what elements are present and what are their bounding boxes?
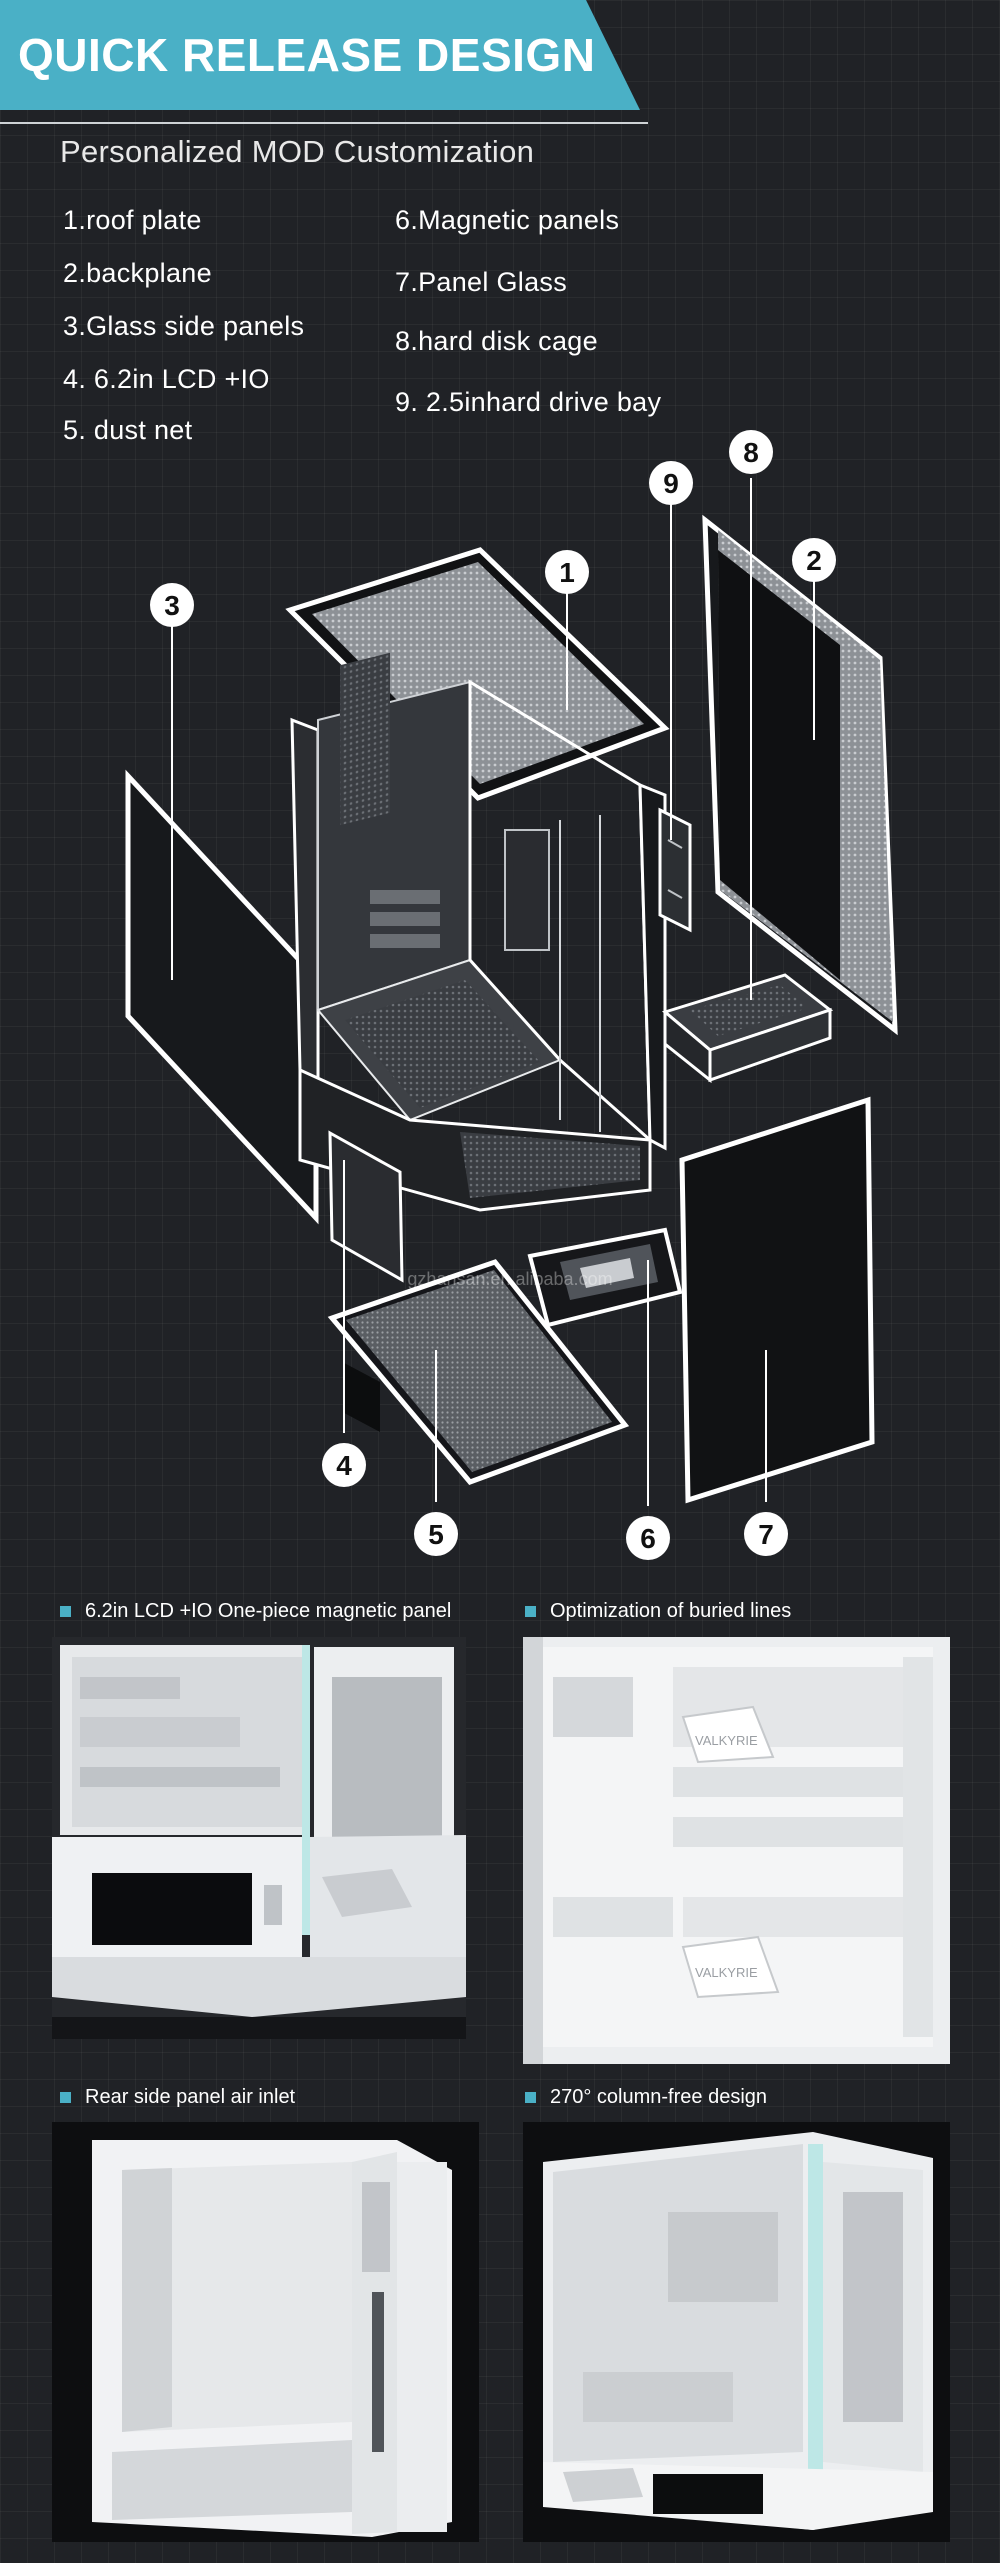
part-item: 5. dust net	[63, 415, 193, 445]
photo-buried-lines: VALKYRIE VALKYRIE	[523, 1637, 950, 2064]
case-chassis	[290, 652, 667, 1212]
part-item: 8.hard disk cage	[395, 326, 598, 356]
part-item: 2.backplane	[63, 258, 212, 288]
leader-lines	[171, 478, 815, 1506]
brand-mark-lower: VALKYRIE	[695, 1965, 758, 1980]
bullet-square-icon	[525, 1606, 536, 1617]
watermark-text: gzhansan.en.alibaba.com	[407, 1269, 612, 1289]
page-title: QUICK RELEASE DESIGN	[18, 29, 596, 81]
svg-text:2: 2	[806, 545, 822, 576]
glass-side-panel	[125, 769, 319, 1225]
svg-text:8: 8	[743, 437, 759, 468]
svg-text:6: 6	[640, 1523, 656, 1554]
dust-net	[327, 1259, 630, 1485]
feature-label-column-free: 270° column-free design	[525, 2086, 767, 2109]
callout-9: 9	[649, 461, 693, 505]
callout-8: 8	[729, 430, 773, 474]
header-banner: QUICK RELEASE DESIGN	[0, 0, 640, 110]
callout-2: 2	[792, 538, 836, 582]
feature-label-lcd-io: 6.2in LCD +IO One-piece magnetic panel	[60, 1600, 451, 1623]
header-divider	[0, 122, 648, 124]
callout-1: 1	[545, 550, 589, 594]
svg-text:9: 9	[663, 468, 679, 499]
photo-rear-air-inlet	[52, 2122, 479, 2542]
drive-bay	[658, 807, 692, 933]
callout-4: 4	[322, 1443, 366, 1487]
photo-lcd-io-panel	[52, 1637, 466, 2039]
brand-mark-upper: VALKYRIE	[695, 1733, 758, 1748]
panel-glass	[679, 1096, 875, 1504]
bullet-square-icon	[525, 2092, 536, 2103]
exploded-case-diagram: 3 1 2 8 9 4 5 6 7 gzhansan.en.alibaba.co…	[125, 430, 898, 1560]
part-item: 4. 6.2in LCD +IO	[63, 364, 270, 394]
callout-6: 6	[626, 1516, 670, 1560]
magnetic-panel	[527, 1227, 683, 1328]
lcd-io-panel	[328, 1130, 404, 1433]
hard-disk-cage	[661, 973, 834, 1084]
part-item: 1.roof plate	[63, 205, 202, 235]
bullet-square-icon	[60, 1606, 71, 1617]
callout-3: 3	[150, 583, 194, 627]
part-item: 3.Glass side panels	[63, 311, 305, 341]
photo-column-free	[523, 2122, 950, 2542]
callout-5: 5	[414, 1512, 458, 1556]
svg-text:4: 4	[336, 1450, 352, 1481]
svg-text:7: 7	[758, 1519, 774, 1550]
callout-7: 7	[744, 1512, 788, 1556]
svg-text:5: 5	[428, 1519, 444, 1550]
backplane	[702, 514, 898, 1036]
feature-label-buried-lines: Optimization of buried lines	[525, 1600, 791, 1623]
svg-text:1: 1	[559, 557, 575, 588]
part-item: 9. 2.5inhard drive bay	[395, 387, 662, 417]
part-item: 7.Panel Glass	[395, 267, 567, 297]
part-item: 6.Magnetic panels	[395, 205, 620, 235]
page-subtitle: Personalized MOD Customization	[60, 134, 535, 169]
bullet-square-icon	[60, 2092, 71, 2103]
svg-text:3: 3	[164, 590, 180, 621]
feature-label-air-inlet: Rear side panel air inlet	[60, 2086, 295, 2109]
